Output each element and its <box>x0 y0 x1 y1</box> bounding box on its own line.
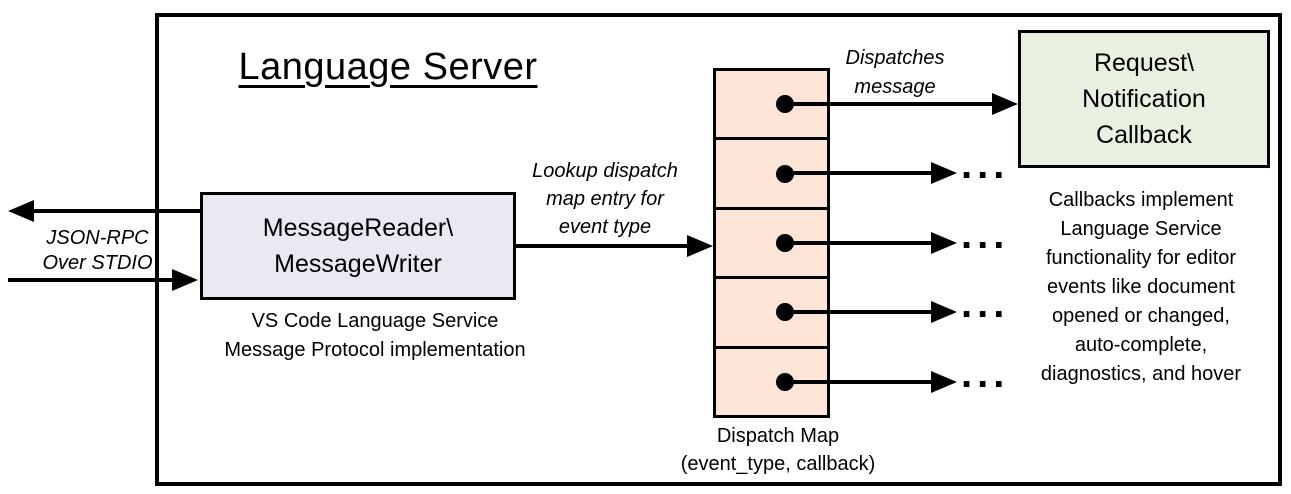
dispatch-map-cell <box>716 140 827 210</box>
ellipsis-label: ... <box>961 213 1010 257</box>
message-reader-writer-node: MessageReader\ MessageWriter <box>200 192 516 300</box>
request-notification-callback-node: Request\ Notification Callback <box>1018 30 1270 168</box>
dispatch-arrowhead-icon-3 <box>931 232 957 254</box>
dispatch-arrow-line-4 <box>787 310 932 314</box>
dispatches-message-label: Dispatches message <box>845 47 945 98</box>
dispatch-arrowhead-icon-1 <box>992 93 1018 115</box>
pointer-dot-icon <box>776 95 794 114</box>
pointer-dot-icon <box>776 234 794 253</box>
lookup-arrowhead-icon <box>687 235 713 257</box>
dispatch-map-label: Dispatch Map (event_type, callback) <box>680 425 876 475</box>
pointer-dot-icon <box>776 372 794 391</box>
dispatch-arrow-line-5 <box>787 380 932 384</box>
diagram-title: Language Server <box>238 46 538 88</box>
stdio-in-arrowhead-icon <box>172 269 198 291</box>
ellipsis-label: ... <box>961 143 1010 187</box>
ellipsis-label: ... <box>961 352 1010 396</box>
dispatch-arrow-line-1 <box>787 102 993 106</box>
dispatch-arrow-line-2 <box>787 171 932 175</box>
stdio-out-arrow-line <box>30 209 200 213</box>
dispatch-arrowhead-icon-5 <box>931 371 957 393</box>
stdio-out-arrowhead-icon <box>8 200 34 222</box>
callbacks-description: Callbacks implement Language Service fun… <box>1040 189 1242 385</box>
stdio-in-arrow-line <box>8 278 174 282</box>
lookup-dispatch-label: Lookup dispatch map entry for event type <box>532 160 678 238</box>
io-channel-label: JSON-RPC Over STDIO <box>42 227 153 274</box>
pointer-dot-icon <box>776 164 794 183</box>
pointer-dot-icon <box>776 303 794 322</box>
dispatch-arrowhead-icon-4 <box>931 301 957 323</box>
lookup-arrow-line <box>516 244 688 248</box>
dispatch-arrow-line-3 <box>787 241 932 245</box>
dispatch-arrowhead-icon-2 <box>931 162 957 184</box>
message-reader-caption: VS Code Language Service Message Protoco… <box>224 310 526 361</box>
language-server-boundary <box>155 13 1282 486</box>
ellipsis-label: ... <box>961 282 1010 326</box>
